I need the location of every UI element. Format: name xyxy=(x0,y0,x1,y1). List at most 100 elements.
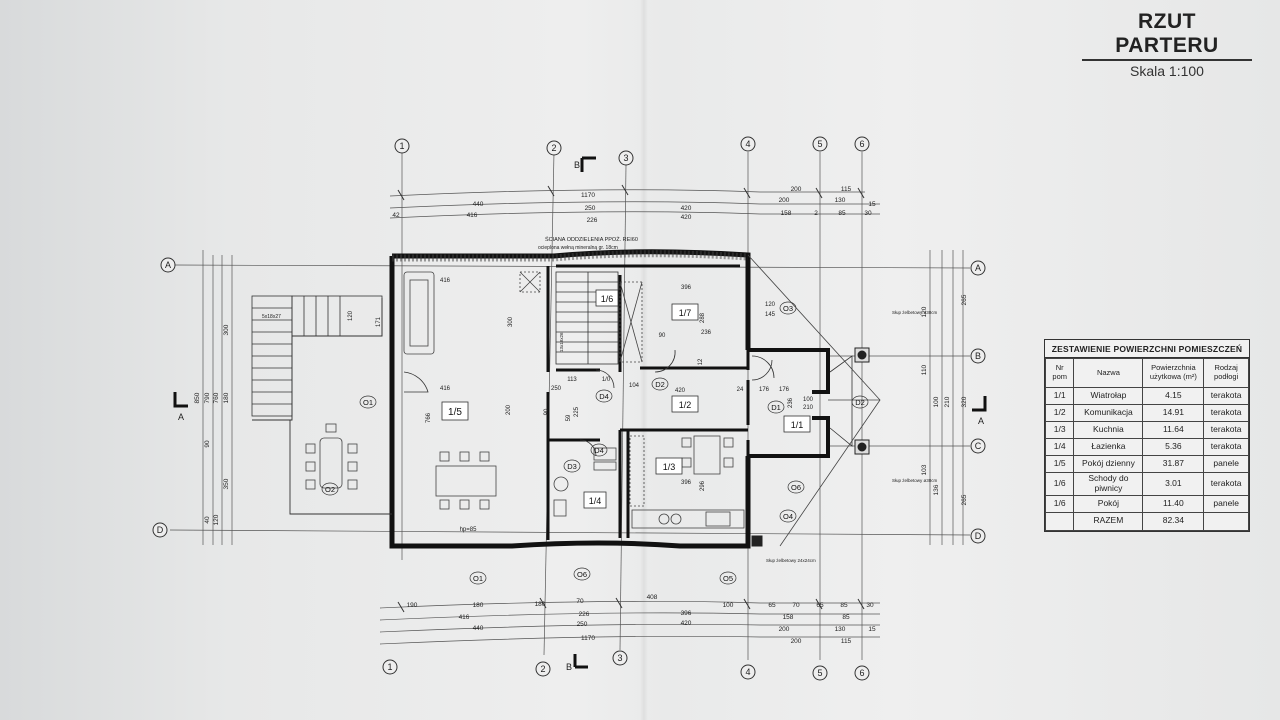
cell-nazwa: Wiatrołap xyxy=(1073,387,1144,405)
dim-text: 236 xyxy=(788,397,794,408)
cell-pow: 11.40 xyxy=(1142,494,1205,513)
opening-tag-o1-left: O1 xyxy=(363,398,373,407)
axis-label: 1 xyxy=(399,141,404,151)
dim-text: 416 xyxy=(440,386,451,392)
dim-text: 65 xyxy=(768,602,776,609)
section-mark-label: A xyxy=(978,416,984,426)
axis-label: 1 xyxy=(387,662,392,672)
fire-wall-note: ŚCIANA ODDZIELENIA PPOŻ. REI60 xyxy=(545,235,638,243)
total-value: 82.34 xyxy=(1142,511,1205,531)
dim-text: 15 xyxy=(868,201,876,208)
porch-outline xyxy=(747,254,881,547)
cell-pow: 11.64 xyxy=(1142,421,1205,439)
dim-text: 416 xyxy=(467,212,478,219)
dim-text: 42 xyxy=(392,212,400,219)
dim-text: 90 xyxy=(204,440,211,448)
dim-text: 210 xyxy=(944,396,951,407)
cell-podloga: terakota xyxy=(1203,472,1249,496)
dim-text: 226 xyxy=(579,611,590,618)
opening-tag-o1: O1 xyxy=(473,574,483,583)
room-label-1-6: 1/6 xyxy=(601,294,614,304)
dim-text: 420 xyxy=(675,388,686,394)
cell-empty xyxy=(1044,511,1075,531)
dim-text: 176 xyxy=(759,387,770,393)
table-header-row: Nr pom Nazwa Powierzchnia użytkowa (m²) … xyxy=(1044,358,1249,388)
dim-text: 30 xyxy=(864,210,872,217)
dim-text: 90 xyxy=(544,408,550,415)
dim-text: 136 xyxy=(933,484,940,495)
axis-label: A xyxy=(975,263,981,273)
dim-text: 190 xyxy=(407,602,418,609)
dim-text: 1170 xyxy=(581,192,595,199)
dim-text: 120 xyxy=(921,306,928,317)
dim-text: 180 xyxy=(535,601,546,608)
cell-nazwa: Kuchnia xyxy=(1073,421,1144,439)
section-marks: B B A A xyxy=(173,156,987,672)
cell-nr: 1/6 xyxy=(1044,472,1075,496)
dim-text: 265 xyxy=(961,294,968,305)
dim-text: 236 xyxy=(701,330,712,336)
stair-label: 5x18x27 xyxy=(262,314,281,320)
axis-label: D xyxy=(975,531,982,541)
opening-tag-o2: O2 xyxy=(325,485,335,494)
dim-text: 176 xyxy=(779,387,790,393)
dim-text: 210 xyxy=(803,405,814,411)
axis-label: 6 xyxy=(859,668,864,678)
dim-text: 180 xyxy=(473,602,484,609)
floor-plan: 1 2 3 4 5 6 1 2 3 4 5 6 A D A B C D B B … xyxy=(152,136,987,681)
axis-bubbles xyxy=(152,136,986,681)
table-total-row: RAZEM 82.34 xyxy=(1044,511,1249,531)
total-label: RAZEM xyxy=(1073,511,1144,531)
dim-text: 396 xyxy=(681,480,692,486)
dim-text: 85 xyxy=(840,602,848,609)
hp-note: hp=85 xyxy=(460,527,478,533)
dim-text: 226 xyxy=(587,217,598,224)
columns xyxy=(751,347,870,547)
table-row: 1/1 Wiatrołap 4.15 terakota xyxy=(1044,387,1249,405)
dim-text: 171 xyxy=(376,316,382,327)
room-label-1-1: 1/1 xyxy=(791,420,804,430)
axis-label: D xyxy=(157,525,164,535)
table-row: 1/6 Schody do piwnicy 3.01 terakota xyxy=(1044,472,1249,496)
dim-text: 2 xyxy=(814,210,818,217)
door-tag-d0: D4 xyxy=(594,446,604,455)
terrace xyxy=(252,298,392,515)
dim-text: 350 xyxy=(223,478,230,489)
dim-text: 120 xyxy=(213,514,220,525)
header-powierzchnia: Powierzchnia użytkowa (m²) xyxy=(1142,358,1205,388)
area-schedule: ZESTAWIENIE POWIERZCHNI POMIESZCZEŃ Nr p… xyxy=(1044,339,1250,532)
dim-text: 420 xyxy=(681,620,692,627)
dim-text: 250 xyxy=(577,621,588,628)
room-label-1-2: 1/2 xyxy=(679,400,692,410)
axis-label: 2 xyxy=(540,664,545,674)
table-row: 1/5 Pokój dzienny 31.87 panele xyxy=(1044,455,1249,473)
header-podloga: Rodzaj podłogi xyxy=(1203,358,1249,388)
cell-nr: 1/1 xyxy=(1044,387,1075,405)
room-label-1-7: 1/7 xyxy=(679,308,692,318)
opening-tags xyxy=(321,301,869,585)
dim-text: 24 xyxy=(737,387,744,393)
dim-text: 408 xyxy=(647,594,658,601)
opening-tag-o6: O6 xyxy=(577,570,587,579)
cell-podloga: terakota xyxy=(1203,421,1249,439)
opening-tag-o4: O4 xyxy=(783,512,793,521)
dim-text: 100 xyxy=(723,602,734,609)
dim-text: 440 xyxy=(473,201,484,208)
dim-text: 296 xyxy=(700,480,706,491)
grid-lines xyxy=(169,151,971,660)
dim-text: 300 xyxy=(223,324,230,335)
dim-text: 200 xyxy=(506,404,512,415)
axis-label: 5 xyxy=(817,139,822,149)
area-schedule-title: ZESTAWIENIE POWIERZCHNI POMIESZCZEŃ xyxy=(1045,340,1249,358)
dim-text: 130 xyxy=(835,197,846,204)
stair-label: 13x18x26 xyxy=(559,332,564,352)
cell-podloga: terakota xyxy=(1203,438,1249,456)
axis-label: 4 xyxy=(745,139,750,149)
dim-text: 113 xyxy=(567,377,577,383)
header-nr: Nr pom xyxy=(1044,358,1075,388)
door-tag-d3: D3 xyxy=(567,462,577,471)
area-table: Nr pom Nazwa Powierzchnia użytkowa (m²) … xyxy=(1044,358,1249,531)
axis-label: 6 xyxy=(859,139,864,149)
dim-text: 396 xyxy=(681,610,692,617)
